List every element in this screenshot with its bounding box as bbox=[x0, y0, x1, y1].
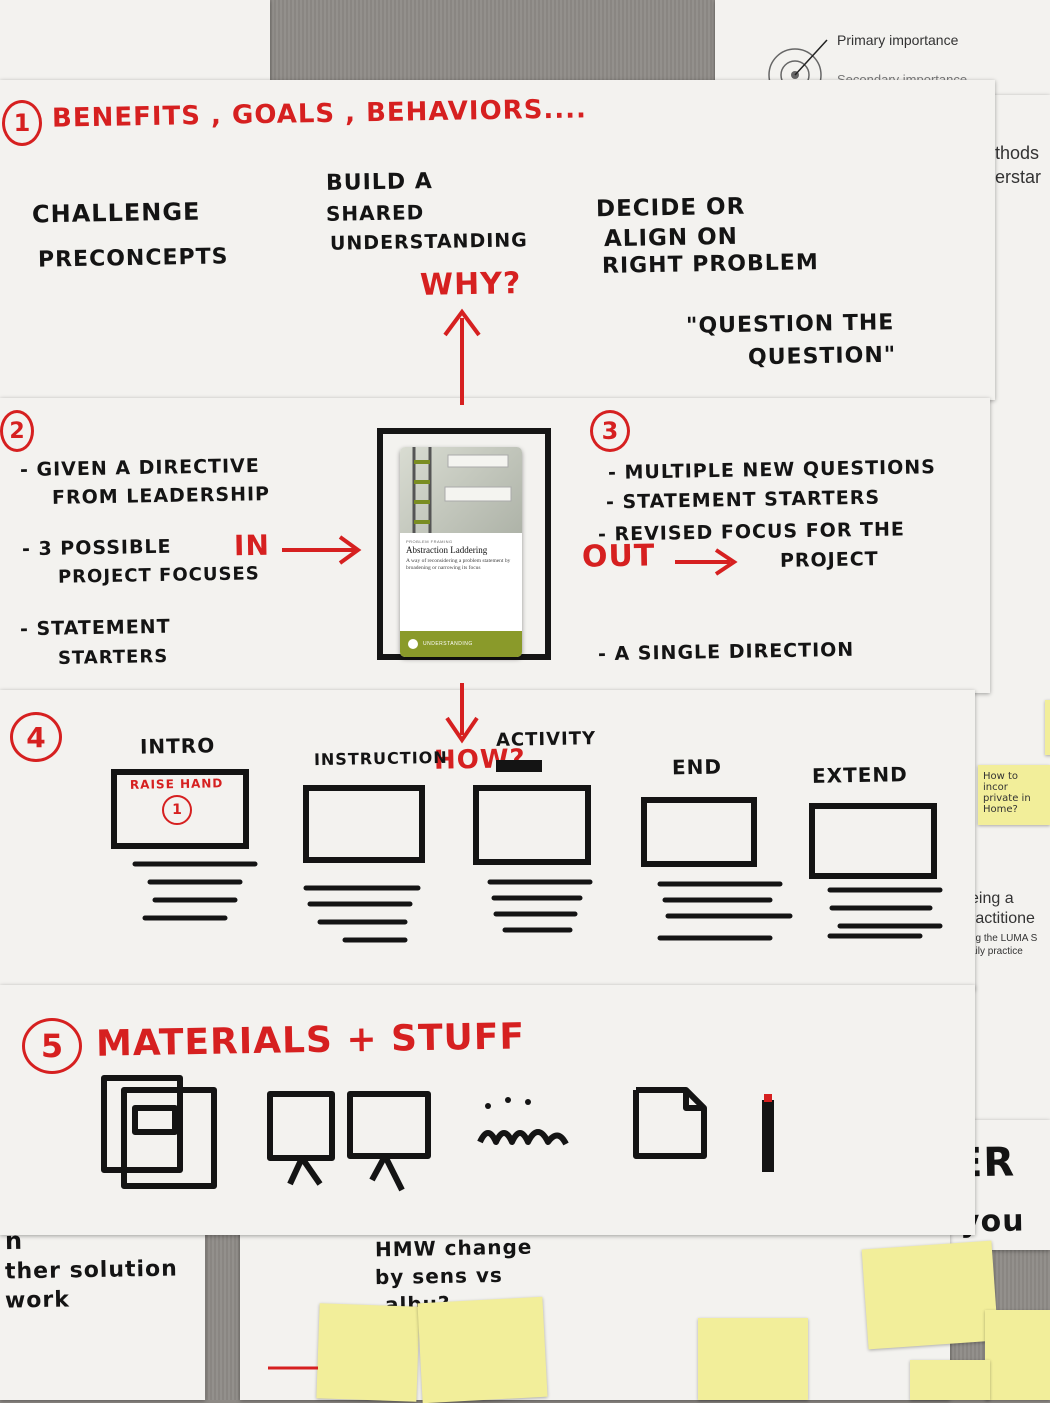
arrow-out bbox=[675, 548, 738, 576]
marker-pen-icon bbox=[762, 1094, 774, 1172]
step-end-screen bbox=[641, 797, 757, 867]
sticky-note bbox=[985, 1310, 1050, 1400]
card-footer-label: UNDERSTANDING bbox=[423, 641, 473, 647]
scribbled-out-text bbox=[496, 760, 542, 772]
partial-text: ng the LUMA S bbox=[970, 933, 1038, 944]
partial-text: derstar bbox=[985, 167, 1042, 187]
card-description: A way of reconsidering a problem stateme… bbox=[406, 558, 511, 572]
partial-text: eing a bbox=[970, 890, 1014, 907]
section-number-2: 2 bbox=[0, 410, 34, 452]
sticky-note bbox=[698, 1318, 808, 1400]
background-sheet-top bbox=[0, 0, 270, 80]
arrow-in bbox=[282, 535, 362, 565]
people-icon bbox=[477, 1129, 569, 1146]
section-number-1: 1 bbox=[2, 100, 42, 146]
card-footer: UNDERSTANDING bbox=[400, 631, 522, 657]
step-instruction-screen bbox=[303, 785, 425, 863]
step-activity-screen bbox=[473, 785, 591, 865]
partial-text: aily practice bbox=[970, 946, 1023, 957]
intro-note-number: 1 bbox=[162, 795, 192, 825]
arrow-down-how bbox=[445, 683, 479, 744]
legend-primary-label: Primary importance bbox=[837, 32, 959, 48]
section-number-4: 4 bbox=[10, 712, 62, 762]
card-category: PROBLEM FRAMING bbox=[406, 539, 453, 544]
flipchart-icon-1 bbox=[267, 1091, 335, 1186]
arrow-up-why bbox=[443, 308, 481, 405]
partial-text: ractitione bbox=[970, 910, 1035, 927]
card-title: Abstraction Laddering bbox=[406, 545, 488, 555]
sticky-pad-icon bbox=[633, 1087, 707, 1159]
card-frame bbox=[377, 428, 551, 660]
dots-icon bbox=[485, 1097, 531, 1109]
sticky-note-text: How to incor private in Home? bbox=[983, 771, 1031, 815]
step-extend-screen bbox=[809, 803, 937, 879]
sticky-note-right: How to incor private in Home? bbox=[978, 765, 1050, 825]
sticky-note bbox=[1045, 700, 1050, 755]
flipchart-icon-2 bbox=[347, 1091, 431, 1192]
section-number-3: 3 bbox=[590, 410, 630, 452]
ladder-illustration bbox=[412, 447, 512, 533]
card-illustration bbox=[400, 447, 522, 533]
partial-text: ethods bbox=[985, 143, 1040, 163]
speech-bubble-icon bbox=[408, 639, 418, 649]
sheet-section-1 bbox=[0, 80, 995, 400]
background-sheet-bottom-left: n ther solution work bbox=[0, 1210, 205, 1400]
section-number-5: 5 bbox=[22, 1018, 82, 1074]
step-intro-screen bbox=[111, 769, 249, 849]
document-stack-icon bbox=[101, 1075, 217, 1189]
sticky-note bbox=[910, 1360, 990, 1400]
method-card: PROBLEM FRAMING Abstraction Laddering A … bbox=[400, 447, 522, 657]
